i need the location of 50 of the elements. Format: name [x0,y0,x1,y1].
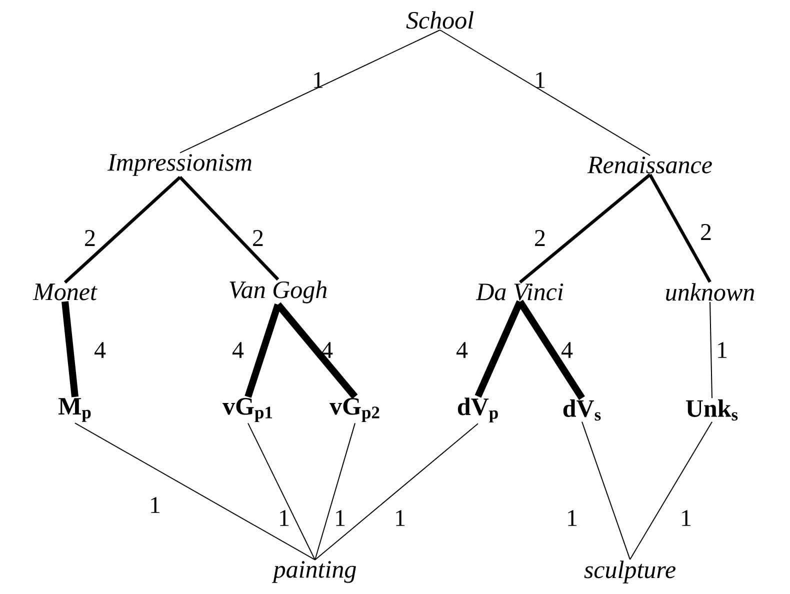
edge-weight: 4 [456,342,468,358]
edge-line [440,30,650,156]
edge-line [180,30,440,154]
edge-weight: 4 [94,342,106,358]
edge-line [74,422,316,560]
edge-line [648,174,712,283]
edge-line [710,302,712,399]
category-label: Da Vinci [476,284,564,300]
item-label: dV$_{s}$ [563,399,601,421]
edge-weight: 1 [396,510,405,526]
category-label: Impressionism [107,154,252,176]
edge-line [314,423,478,560]
edge-weight: 2 [701,224,711,240]
category-label: unknown [666,283,754,301]
edge-line [518,173,652,284]
edge-weight: 1 [280,510,289,526]
category-label: Van Gogh [230,280,327,304]
edge-weight: 1 [151,497,160,513]
edge-weight: 1 [336,510,345,526]
edge-weight: 1 [536,72,545,88]
edge-line [630,421,712,560]
edge-weight: 1 [682,510,691,526]
item-label: vG$_{p1}$ [222,398,272,422]
item-label: vG$_{p2}$ [330,398,380,422]
edge-weight: 2 [535,230,545,246]
edge-weight: 4 [232,342,244,358]
edge-line [248,422,316,560]
item-label: dV$_{p}$ [458,398,498,422]
edge-weight: 1 [568,510,577,526]
edge-line [474,300,524,398]
item-label: M$_{p}$ [58,398,91,422]
edge-line [314,422,356,560]
category-label: Renaissance [587,156,712,174]
edge-line [244,303,282,398]
category-label: School [406,11,474,29]
edge-weight: 1 [314,72,323,88]
edge-line [62,301,78,398]
category-label: painting [272,561,356,583]
edge-line [275,302,358,400]
item-label: Unk$_{s}$ [686,399,738,421]
category-label: sculpture [584,560,676,584]
edge-line [582,421,630,560]
edge-weight: 4 [561,342,573,358]
edge-weight: 1 [718,342,727,358]
category-label: Monet [32,284,98,300]
edge-line [178,176,280,281]
edge-line [517,300,585,400]
edge-line [64,176,182,284]
edge-weight: 2 [253,230,263,246]
edge-weight: 2 [85,230,95,246]
